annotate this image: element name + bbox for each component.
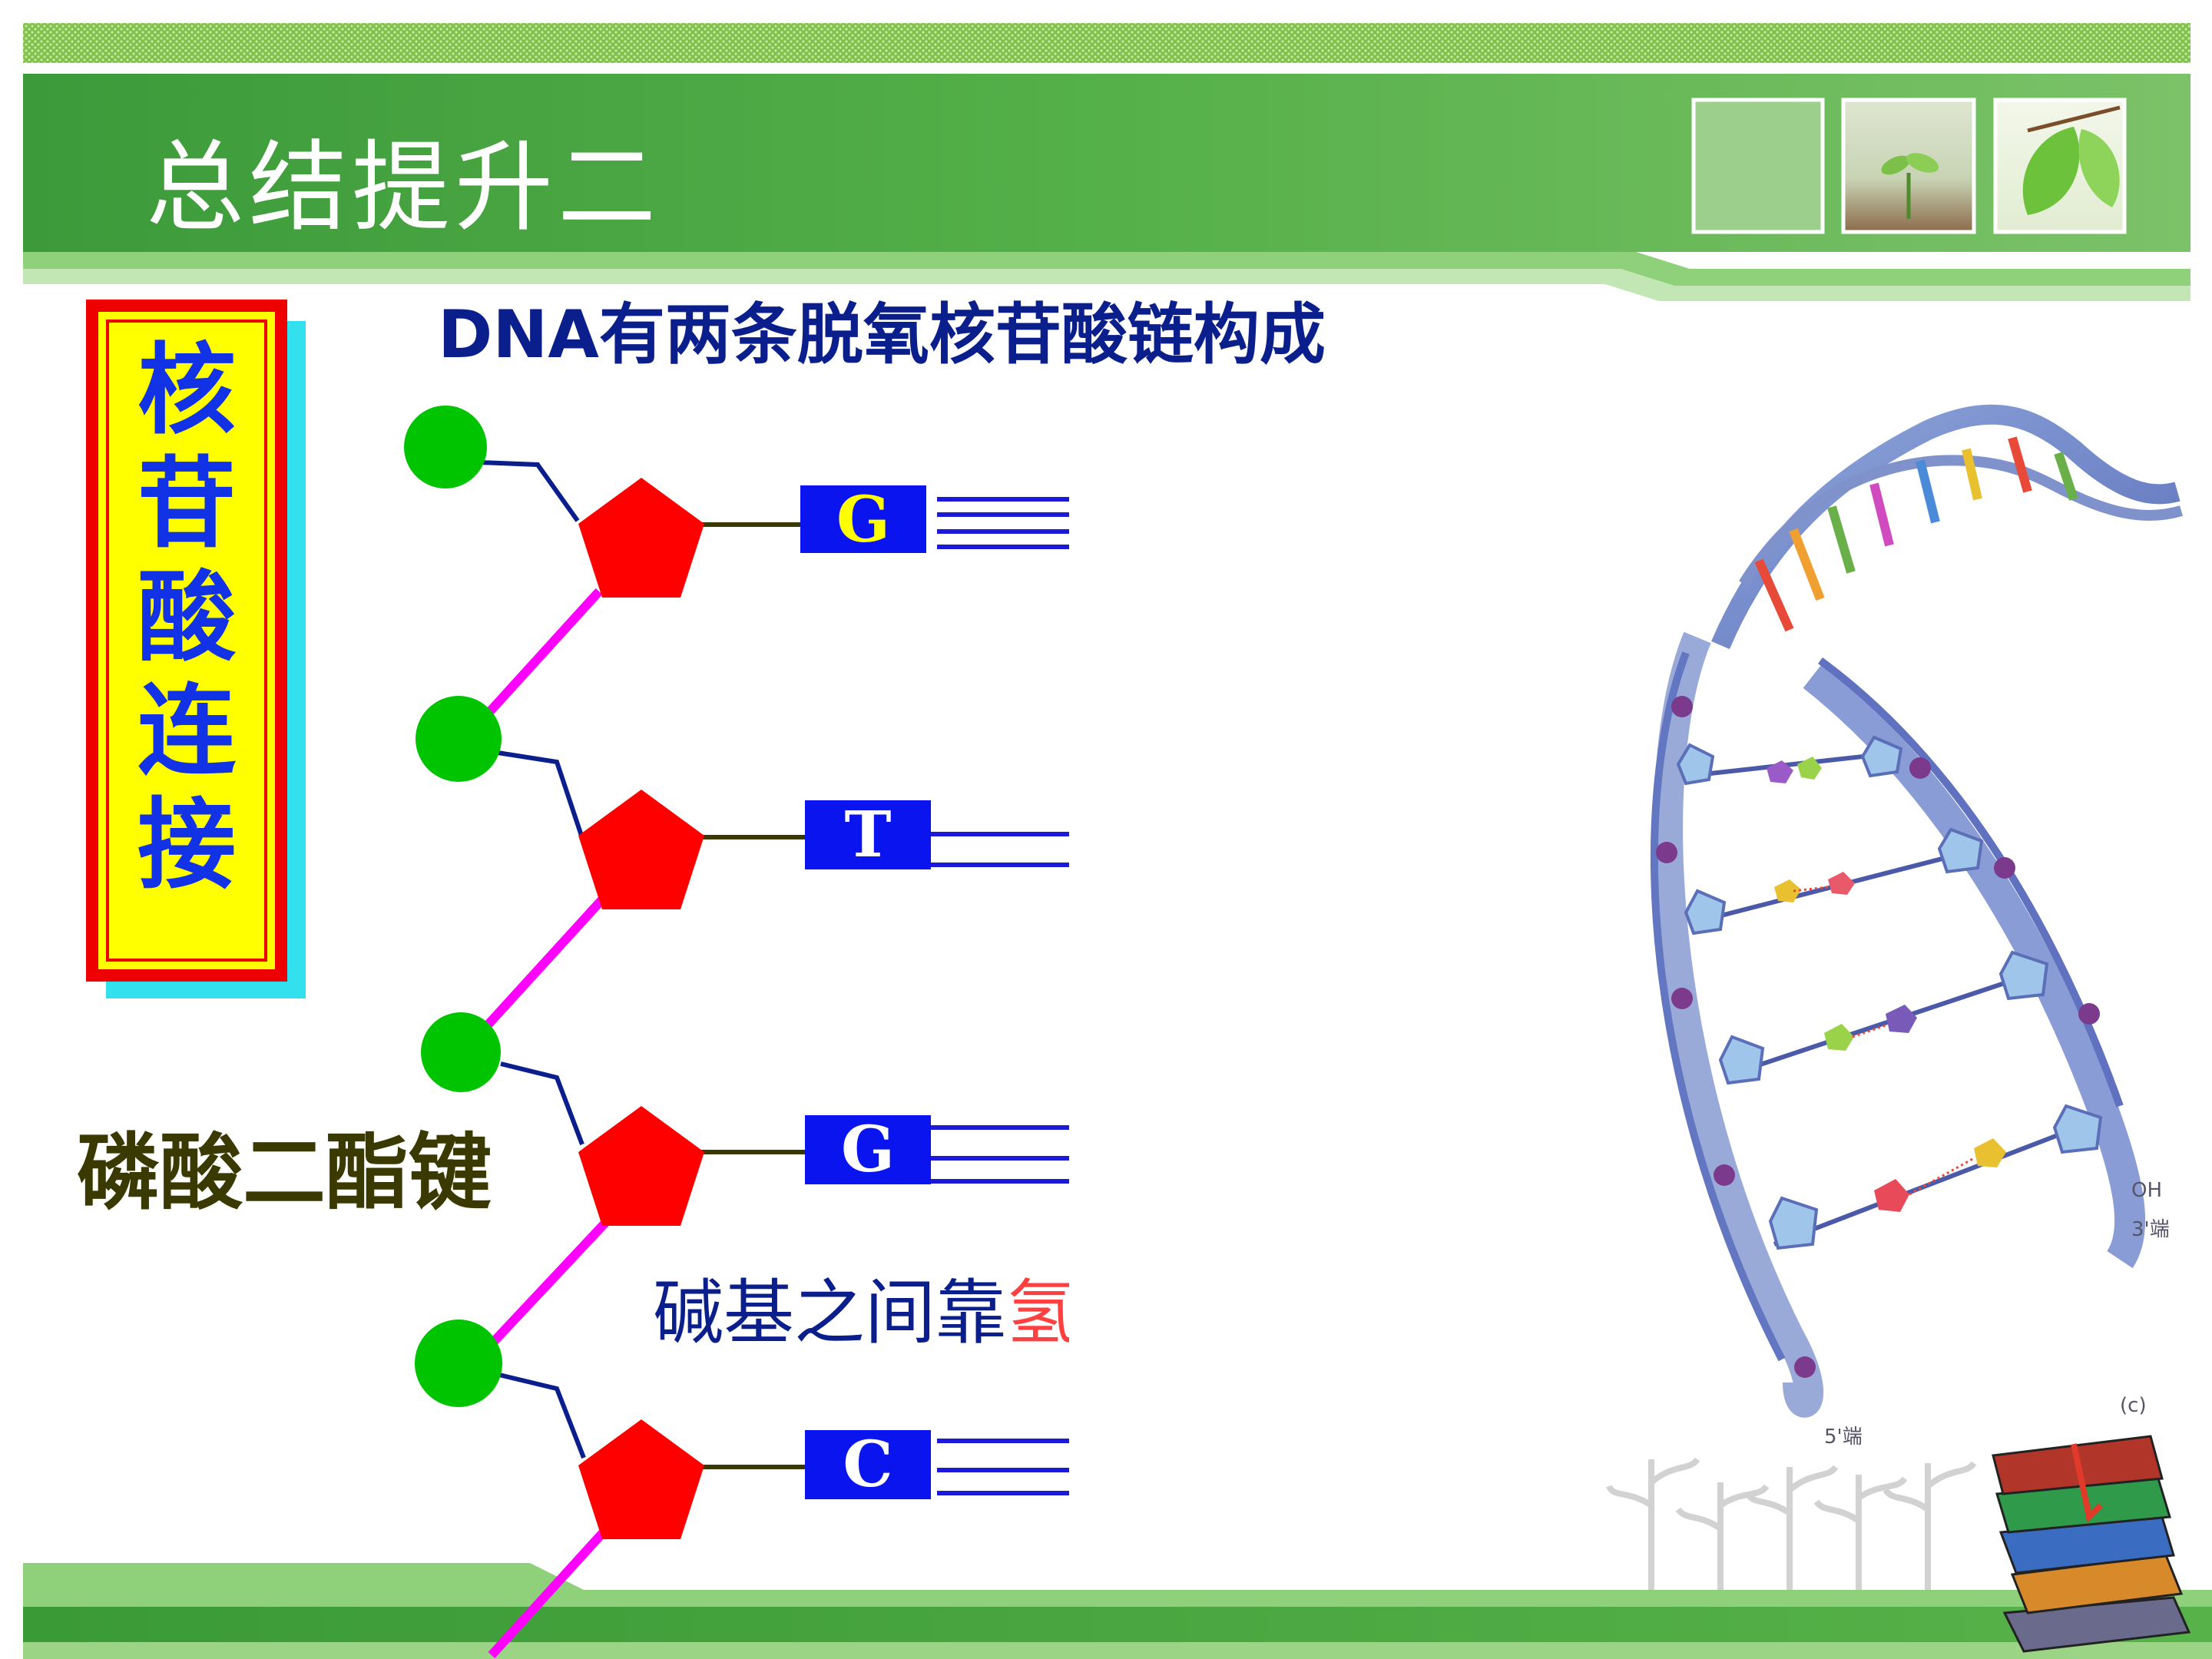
label-char-4: 连 <box>98 674 275 788</box>
book-stack-icon <box>1993 1436 2189 1651</box>
footer-band <box>23 1607 2212 1642</box>
phosphate-sugar-connectors <box>480 462 584 1458</box>
hydrogen-bond-highlight: 氢 <box>1006 1272 1069 1348</box>
sugar-2 <box>578 790 704 909</box>
deoxyribose-sugars <box>578 478 704 1539</box>
base-box-g-1: G <box>800 485 926 553</box>
helix-label-3-end: 3'端 <box>2131 1214 2170 1242</box>
label-char-5: 接 <box>98 788 275 902</box>
helix-label-panel: (c) <box>2120 1394 2147 1417</box>
sprout-tile <box>1843 100 1974 232</box>
footer-band-light <box>23 1642 2212 1659</box>
dna-double-helix-illustration <box>1654 415 2181 1403</box>
footer-wave <box>23 1563 2212 1607</box>
phosphate-1 <box>404 406 487 488</box>
phosphate-2 <box>416 696 502 782</box>
label-char-2: 苷 <box>98 447 275 561</box>
helix-label-5-end: 5'端 <box>1824 1421 1863 1449</box>
nucleotide-connection-label-box: 核 苷 酸 连 接 <box>86 300 287 982</box>
phosphate-groups <box>404 406 502 1407</box>
nucleotide-connection-label: 核 苷 酸 连 接 <box>98 333 275 902</box>
sugar-1 <box>578 478 704 598</box>
label-char-3: 酸 <box>98 561 275 674</box>
base-box-c: C <box>805 1430 931 1499</box>
dna-heading: DNA有两条脱氧核苷酸链构成 <box>438 280 1406 371</box>
phosphodiester-bond-label: 磷酸二酯键 <box>77 1106 492 1226</box>
leaf-tile <box>1995 100 2124 232</box>
sugar-4 <box>578 1419 704 1539</box>
header-tile-plain <box>1694 100 1823 232</box>
header-separator <box>23 63 2190 68</box>
header-dotted-strip <box>23 23 2190 63</box>
phosphate-4 <box>415 1320 502 1407</box>
phosphate-3 <box>421 1012 501 1092</box>
plant-silhouettes <box>1609 1459 1974 1590</box>
base-box-g-2: G <box>805 1115 931 1184</box>
base-box-t: T <box>805 800 931 869</box>
helix-label-oh: OH <box>2131 1179 2162 1202</box>
hydrogen-bond-caption: 碱基之间靠氢 <box>653 1256 1069 1348</box>
label-char-1: 核 <box>98 333 275 447</box>
hydrogen-bond-caption-text: 碱基之间靠 <box>653 1272 1006 1348</box>
sugar-3 <box>578 1106 704 1226</box>
slide-title: 总结提升二 <box>146 108 661 250</box>
